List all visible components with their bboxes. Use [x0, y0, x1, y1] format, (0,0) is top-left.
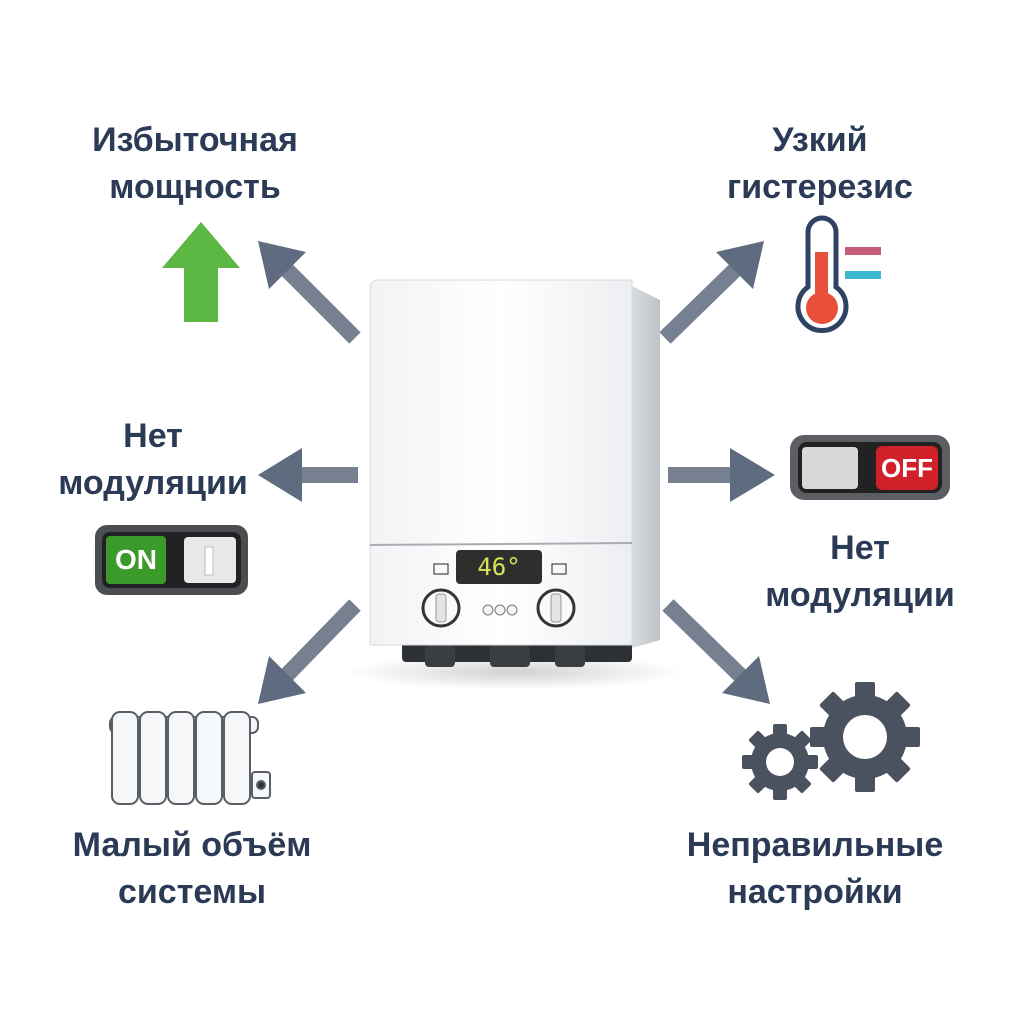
up-arrow-icon: [162, 222, 240, 322]
on-switch-label: ON: [115, 544, 157, 575]
arrow-top-left: [258, 241, 361, 344]
label-line: системы: [117, 873, 267, 911]
label-line: Узкий: [772, 121, 868, 159]
label-line: Неправильные: [686, 826, 944, 864]
label-excess-power: Избыточная мощность: [35, 117, 355, 211]
arrow-mid-right: [668, 448, 775, 502]
off-switch-label: OFF: [881, 453, 933, 483]
boiler-illustration: [345, 279, 685, 690]
label-no-modulation-right: Нет модуляции: [700, 525, 1020, 619]
arrow-mid-left: [258, 448, 358, 502]
label-line: Малый объём: [72, 826, 312, 864]
radiator-icon: [109, 711, 271, 805]
label-line: Избыточная: [92, 121, 298, 159]
label-line: модуляции: [765, 576, 955, 614]
label-narrow-hysteresis: Узкий гистерезис: [660, 117, 980, 211]
label-wrong-settings: Неправильные настройки: [655, 822, 975, 916]
off-switch-icon: [790, 435, 950, 500]
label-line: мощность: [109, 168, 281, 206]
boiler-display: 46°: [477, 553, 521, 581]
label-line: гистерезис: [727, 168, 913, 206]
label-line: Нет: [830, 529, 890, 567]
arrow-bottom-right: [662, 599, 770, 704]
label-no-modulation-left: Нет модуляции: [0, 413, 313, 507]
label-small-system-volume: Малый объём системы: [32, 822, 352, 916]
on-switch-icon: [95, 525, 248, 595]
thermometer-icon: [795, 215, 881, 333]
label-line: настройки: [727, 873, 903, 911]
arrow-bottom-left: [258, 599, 361, 704]
gears-icon: [742, 682, 920, 800]
label-line: модуляции: [58, 464, 248, 502]
arrow-top-right: [659, 241, 764, 344]
label-line: Нет: [123, 417, 183, 455]
